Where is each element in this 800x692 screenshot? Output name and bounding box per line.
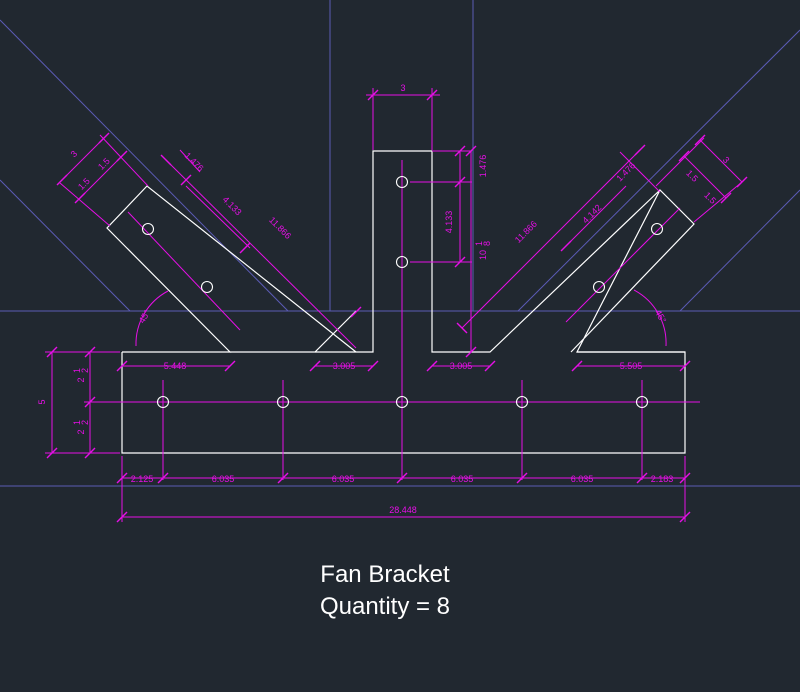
dim-hole-seg-5: 6.035 [571, 474, 594, 484]
dim-hole-seg-4: 6.035 [451, 474, 474, 484]
dim-hole-seg-6: 2.183 [651, 474, 674, 484]
mounting-holes [141, 175, 664, 409]
left-arm-dimensions: 3 1.5 1.5 1.476 4.133 11.866 45° [56, 132, 362, 349]
dim-left-arm-half-b: 1.5 [96, 156, 112, 172]
dim-right-gap: 3.005 [450, 361, 473, 371]
svg-text:2: 2 [76, 429, 86, 434]
dim-base-height: 5 [37, 399, 47, 404]
svg-text:10: 10 [478, 250, 488, 260]
bottom-dimensions: 2.125 6.035 6.035 6.035 6.035 2.183 28.4… [116, 456, 691, 523]
svg-text:2: 2 [80, 420, 90, 425]
dim-hole-seg-1: 2.125 [131, 474, 154, 484]
dim-left-arm-length: 11.866 [267, 215, 293, 241]
dim-left-angle: 45° [137, 308, 153, 325]
upright-hole-2 [395, 255, 409, 269]
dim-left-arm-width: 3 [69, 149, 80, 160]
dim-hole-seg-3: 6.035 [332, 474, 355, 484]
dim-right-arm-top: 1.476 [614, 160, 637, 183]
drawing-title: Fan Bracket [320, 561, 450, 588]
dim-right-slot-top: 1.476 [478, 155, 488, 178]
svg-text:1: 1 [72, 420, 82, 425]
dim-left-arm-half-a: 1.5 [76, 176, 92, 192]
dim-base-half-upper: 2 1 2 [72, 368, 90, 383]
base-height-dimensions: 5 2 1 2 2 1 2 [37, 346, 120, 459]
base-hole-2 [276, 395, 290, 409]
dim-left-ledge: 5.448 [164, 361, 187, 371]
left-arm-hole-2 [200, 280, 214, 294]
base-hole-4 [515, 395, 529, 409]
dim-hole-seg-2: 6.035 [212, 474, 235, 484]
base-hole-3 [395, 395, 409, 409]
dim-overall-length: 28.448 [389, 505, 417, 515]
base-hole-5 [635, 395, 649, 409]
dim-right-ledge: 5.505 [620, 361, 643, 371]
dim-right-arm-width: 3 [721, 155, 732, 166]
dim-base-half-lower: 2 1 2 [72, 420, 90, 435]
construction-lines [0, 0, 800, 487]
svg-text:1: 1 [72, 368, 82, 373]
hole-centerlines [108, 160, 700, 480]
dim-top-slot-width: 3 [400, 83, 405, 93]
right-arm-hole-1 [650, 222, 664, 236]
left-arm-hole-1 [141, 222, 155, 236]
svg-text:2: 2 [80, 368, 90, 373]
ledge-dimensions: 5.448 3.005 3.005 5.505 [116, 360, 691, 372]
dim-right-slot-spacing: 4.133 [444, 211, 454, 234]
right-arm-hole-2 [592, 280, 606, 294]
upright-dimensions: 3 1.476 4.133 10 1 8 [366, 83, 492, 358]
dim-right-slot-height: 10 1 8 [474, 241, 492, 260]
upright-hole-1 [395, 175, 409, 189]
dim-right-arm-length: 11.866 [513, 219, 539, 245]
svg-text:8: 8 [482, 241, 492, 246]
dim-left-arm-spacing: 4.133 [221, 194, 244, 217]
svg-text:2: 2 [76, 377, 86, 382]
right-arm-dimensions: 3 1.5 1.5 1.476 4.142 11.866 45° [456, 134, 748, 347]
svg-text:1: 1 [474, 241, 484, 246]
dim-left-gap: 3.005 [333, 361, 356, 371]
drawing-quantity: Quantity = 8 [319, 593, 451, 620]
dim-left-arm-top: 1.476 [183, 150, 206, 173]
base-hole-1 [156, 395, 170, 409]
